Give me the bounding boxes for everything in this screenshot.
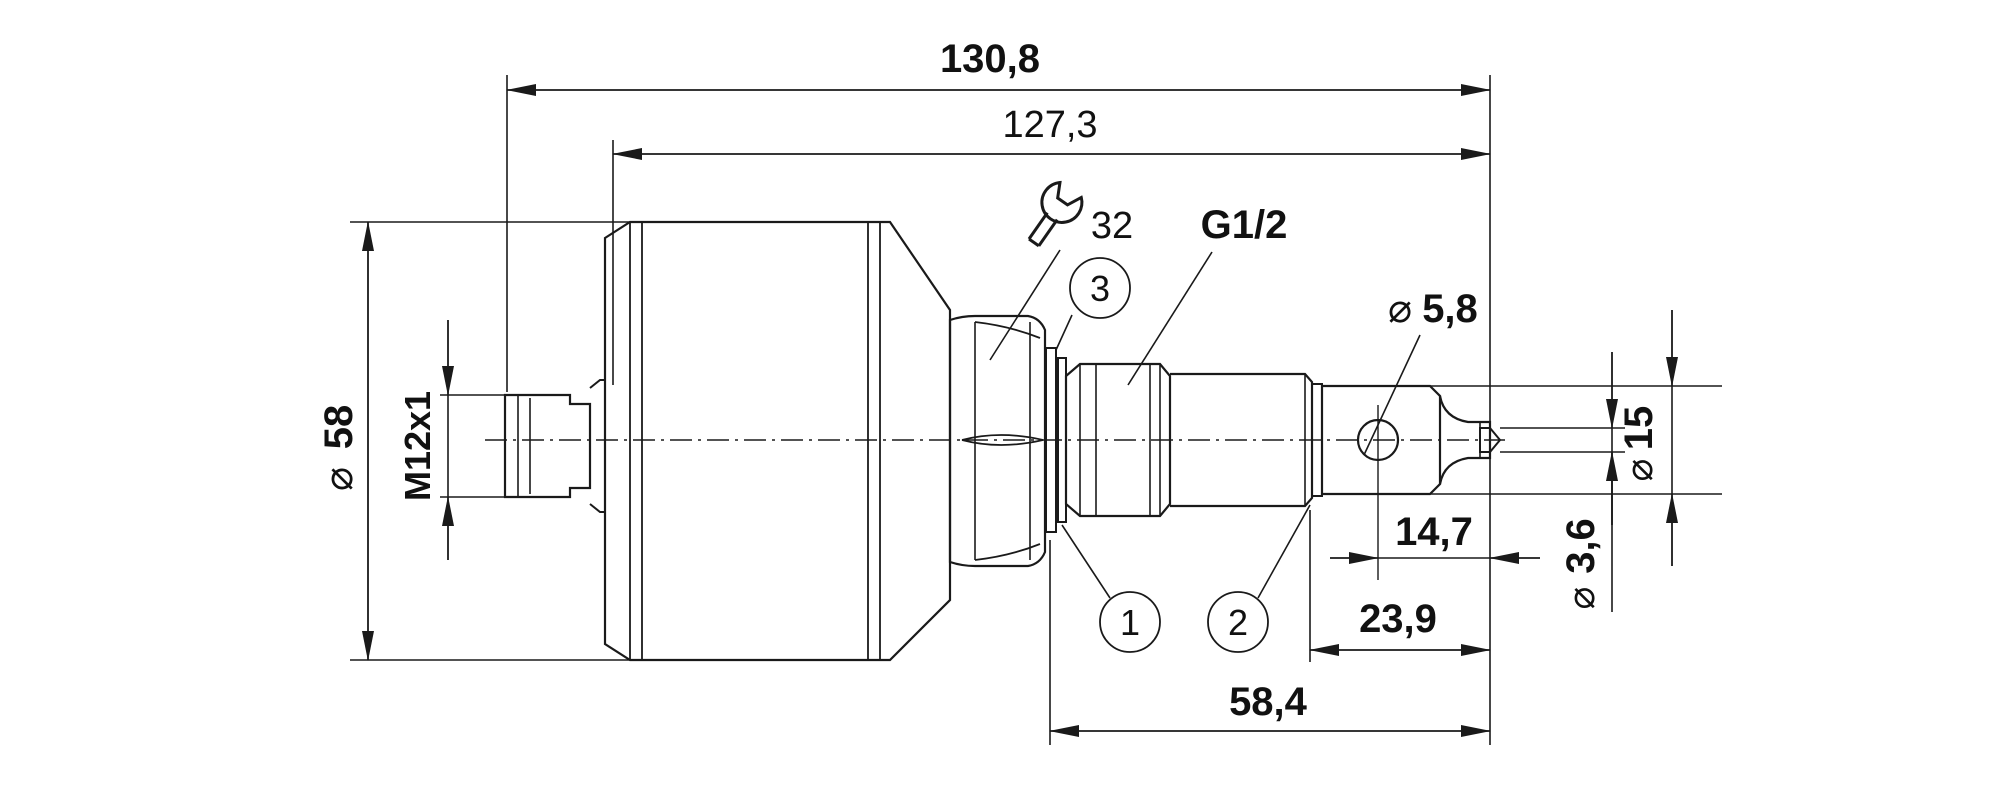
dim-hole-diameter: ⌀ 5,8 (1363, 287, 1478, 456)
label-connector-thread: M12x1 (397, 391, 438, 501)
label-body-length: 127,3 (1002, 104, 1097, 146)
label-overall-length: 130,8 (940, 37, 1040, 81)
dim-tip-length: 23,9 (1309, 510, 1491, 662)
dim-probe-length: 58,4 (1049, 420, 1491, 745)
callout-2-label: 2 (1228, 602, 1248, 643)
dim-connector-thread: M12x1 (397, 320, 505, 560)
label-hole-diameter: 5,8 (1422, 287, 1478, 331)
diameter-symbol-pin: ⌀ (1561, 587, 1603, 610)
callout-2: 2 (1207, 504, 1311, 653)
callout-3: 3 (1055, 257, 1131, 351)
wrench-callout: 32 (989, 180, 1133, 361)
callout-1-label: 1 (1120, 602, 1140, 643)
label-tip-diameter: 15 (1617, 406, 1661, 451)
label-body-diameter: 58 (317, 405, 361, 450)
wrench-icon (1027, 180, 1084, 248)
connector-m12 (503, 379, 606, 513)
callout-1: 1 (1061, 524, 1161, 653)
dim-hole-offset: 14,7 (1330, 510, 1540, 564)
label-pin-diameter: 3,6 (1559, 518, 1603, 574)
dim-body-length: 127,3 (612, 104, 1491, 385)
label-hole-offset: 14,7 (1395, 510, 1473, 554)
label-wrench-size: 32 (1091, 205, 1133, 247)
dim-overall-length: 130,8 (506, 37, 1491, 420)
hex-nut (948, 314, 1047, 568)
diameter-symbol-tip: ⌀ (1619, 459, 1661, 482)
housing-body (603, 220, 952, 662)
label-tip-length: 23,9 (1359, 597, 1437, 641)
label-probe-length: 58,4 (1229, 680, 1308, 724)
diameter-symbol-hole: ⌀ (1388, 287, 1412, 331)
dim-tip-diameters: ⌀ 15 ⌀ 3,6 (1430, 310, 1722, 612)
dim-body-diameter: ⌀ 58 (317, 221, 630, 661)
sensor-outline (503, 220, 1502, 662)
diameter-symbol-body: ⌀ (317, 467, 361, 491)
label-process-thread: G1/2 (1201, 203, 1288, 247)
thread-label: G1/2 (1127, 203, 1288, 386)
callout-3-label: 3 (1090, 268, 1110, 309)
